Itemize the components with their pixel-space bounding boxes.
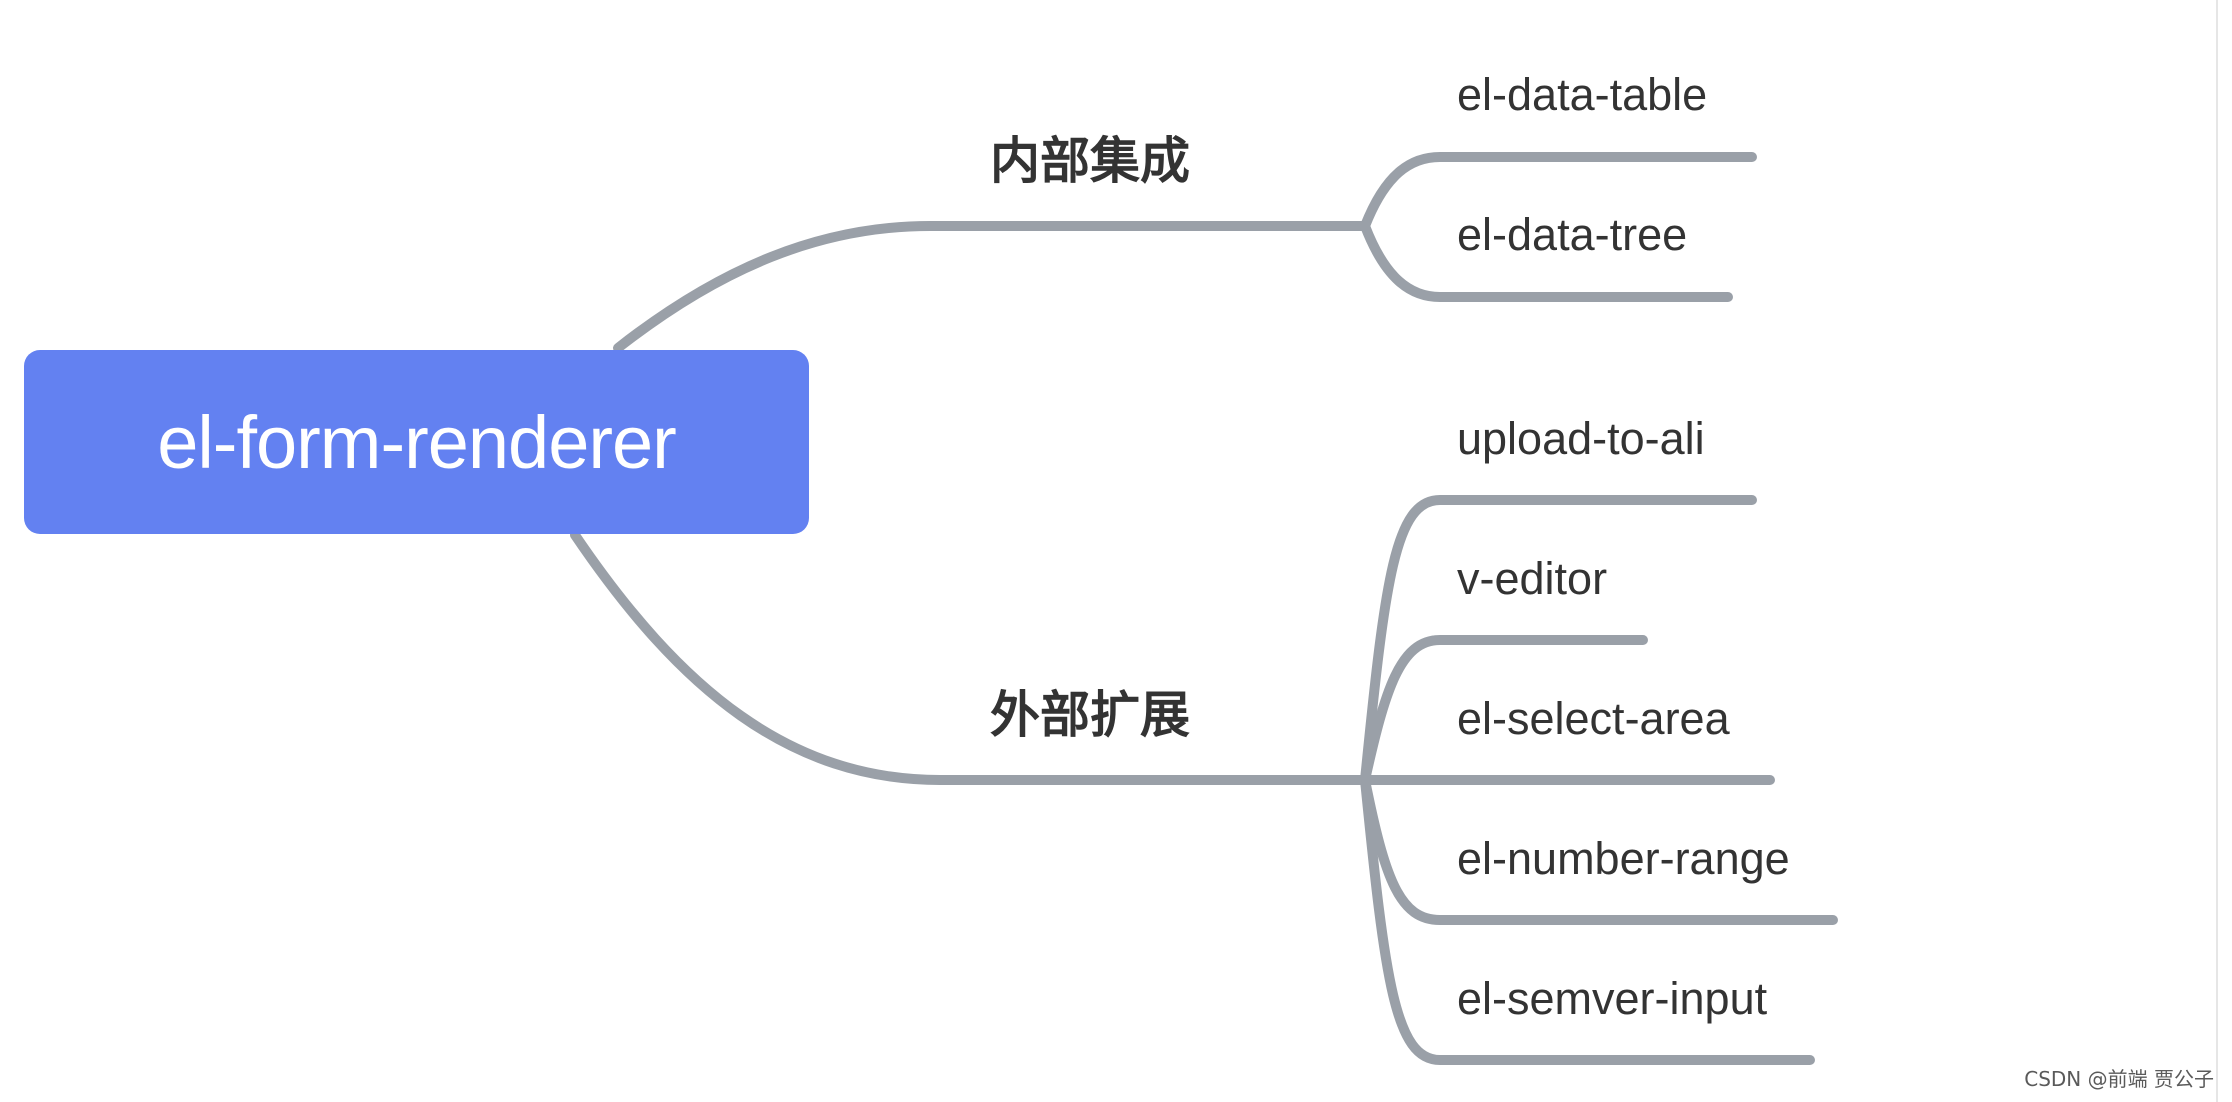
- leaf-el-data-tree[interactable]: el-data-tree: [1457, 209, 1688, 260]
- leaf-el-number-range[interactable]: el-number-range: [1457, 833, 1790, 884]
- connector-root-to-branch-internal: [613, 221, 1370, 353]
- leaf-el-semver-input[interactable]: el-semver-input: [1457, 973, 1768, 1024]
- branch-internal-integration[interactable]: 内部集成: [990, 132, 1190, 190]
- right-edge-divider: [2216, 0, 2218, 1102]
- branch-external-extension[interactable]: 外部扩展: [990, 686, 1190, 744]
- connector-root-to-branch-external: [570, 530, 1370, 785]
- root-node[interactable]: el-form-renderer: [24, 350, 809, 534]
- connector-el-semver-input: [1360, 775, 1815, 1065]
- connector-upload-to-ali: [1360, 495, 1757, 785]
- leaf-v-editor[interactable]: v-editor: [1457, 553, 1608, 604]
- leaf-upload-to-ali[interactable]: upload-to-ali: [1457, 413, 1705, 464]
- connector-el-data-tree: [1360, 221, 1733, 302]
- connector-v-editor: [1360, 635, 1648, 785]
- csdn-watermark: CSDN @前端 贾公子: [2024, 1067, 2214, 1091]
- root-node-label: el-form-renderer: [157, 400, 677, 484]
- leaf-el-data-table[interactable]: el-data-table: [1457, 69, 1708, 120]
- connector-el-data-table: [1360, 152, 1757, 231]
- leaf-el-select-area[interactable]: el-select-area: [1457, 693, 1730, 744]
